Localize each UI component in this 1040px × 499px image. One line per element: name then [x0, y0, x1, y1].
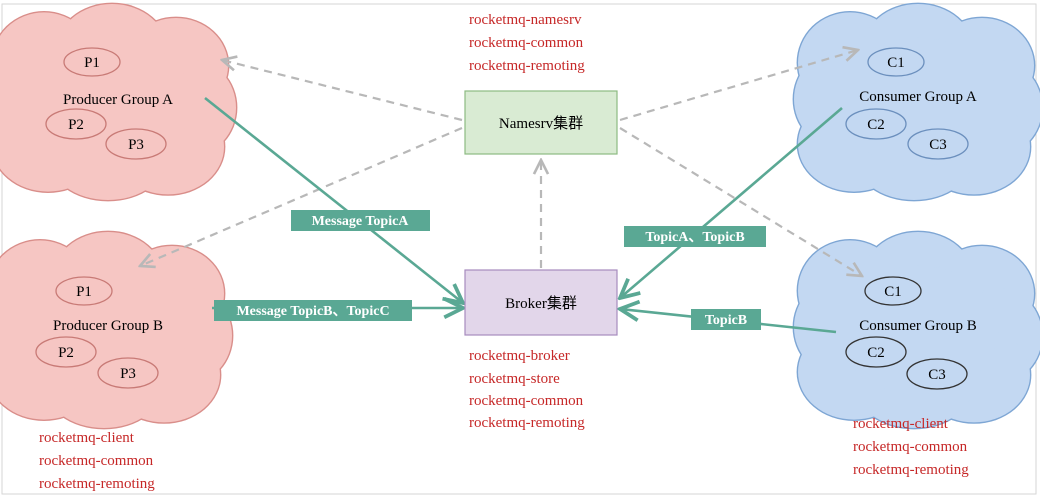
- consumer-group-b-label: Consumer Group B: [859, 318, 977, 334]
- broker-module-4: rocketmq-remoting: [469, 415, 585, 431]
- broker-module-3: rocketmq-common: [469, 393, 584, 409]
- consumer-b-c2-label: C2: [867, 345, 885, 361]
- topic-a-b-tag-text: TopicA、TopicB: [645, 230, 744, 245]
- producer-group-a-cloud: [0, 2, 238, 202]
- producer-a-p2-label: P2: [68, 117, 84, 133]
- broker-module-1: rocketmq-broker: [469, 348, 570, 364]
- producer-module-1: rocketmq-client: [39, 430, 135, 446]
- producer-b-p2-label: P2: [58, 345, 74, 361]
- consumer-c3-node: [907, 128, 969, 160]
- producer-p2-node: [35, 336, 97, 368]
- consumer-c2-node: [845, 108, 907, 140]
- consumer-module-1: rocketmq-client: [853, 416, 949, 432]
- consumer-a-c1-label: C1: [887, 55, 905, 71]
- broker-module-2: rocketmq-store: [469, 371, 560, 387]
- consumer-a-c3-label: C3: [929, 137, 947, 153]
- producer-a-to-broker-arrow: [204, 96, 463, 303]
- namesrv-cluster-label: Namesrv集群: [499, 115, 583, 132]
- producer-a-p3-label: P3: [128, 137, 144, 153]
- producer-p2-node: [45, 108, 107, 140]
- producer-p3-node: [97, 357, 159, 389]
- producer-module-2: rocketmq-common: [39, 453, 154, 469]
- broker-cluster-label: Broker集群: [505, 295, 577, 312]
- consumer-c2-node: [845, 336, 907, 368]
- consumer-a-to-broker-arrow: [620, 107, 843, 298]
- producer-p3-node: [105, 128, 167, 160]
- namesrv-module-1: rocketmq-namesrv: [469, 12, 582, 28]
- producer-module-3: rocketmq-remoting: [39, 476, 155, 492]
- consumer-c1-node: [867, 47, 925, 77]
- message-topic-a-tag: [291, 210, 430, 231]
- broker-cluster-box: [464, 269, 618, 336]
- namesrv-to-consumer-b-arrow: [619, 127, 862, 276]
- producer-a-p1-label: P1: [84, 55, 100, 71]
- consumer-group-a-label: Consumer Group A: [859, 89, 977, 105]
- consumer-c1-node: [864, 276, 922, 306]
- consumer-module-2: rocketmq-common: [853, 439, 968, 455]
- producer-p1-node: [55, 276, 113, 306]
- consumer-c3-node: [906, 358, 968, 390]
- consumer-module-3: rocketmq-remoting: [853, 462, 969, 478]
- producer-p1-node: [63, 47, 121, 77]
- consumer-group-a-cloud: [792, 2, 1040, 202]
- consumer-group-b-cloud: [792, 230, 1040, 430]
- consumer-a-c2-label: C2: [867, 117, 885, 133]
- topic-b-tag-text: TopicB: [705, 313, 747, 328]
- namesrv-to-producer-b-arrow: [140, 126, 463, 266]
- message-topic-bc-tag-text: Message TopicB、TopicC: [236, 304, 389, 319]
- message-topic-bc-tag: [214, 300, 412, 321]
- producer-b-p3-label: P3: [120, 366, 136, 382]
- consumer-b-c1-label: C1: [884, 284, 902, 300]
- producer-group-b-label: Producer Group B: [53, 318, 163, 334]
- topic-a-b-tag: [624, 226, 766, 247]
- namesrv-cluster-box: [464, 90, 618, 155]
- producer-b-p1-label: P1: [76, 284, 92, 300]
- message-topic-a-tag-text: Message TopicA: [312, 214, 410, 229]
- namesrv-module-3: rocketmq-remoting: [469, 58, 585, 74]
- producer-group-a-label: Producer Group A: [63, 92, 173, 108]
- consumer-b-c3-label: C3: [928, 367, 946, 383]
- namesrv-module-2: rocketmq-common: [469, 35, 584, 51]
- topic-b-tag: [691, 309, 761, 330]
